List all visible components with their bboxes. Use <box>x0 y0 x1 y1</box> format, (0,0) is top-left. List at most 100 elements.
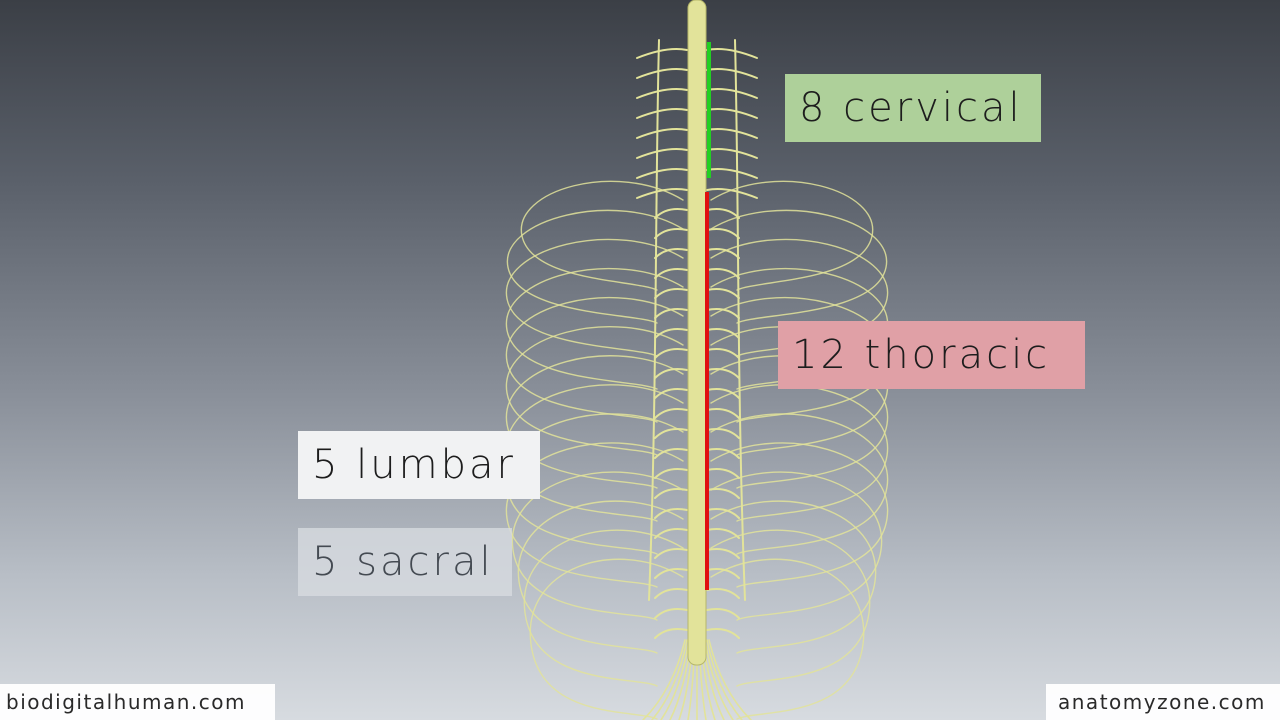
spinal-nerve-root <box>636 188 688 199</box>
spinal-nerve-root <box>706 548 740 559</box>
spinal-nerve-root <box>706 88 758 99</box>
spinal-nerve-root <box>654 508 688 519</box>
spinal-nerve-root <box>706 528 740 539</box>
spinal-nerve-root <box>636 68 688 79</box>
intercostal-nerve <box>529 558 684 720</box>
spinal-nerve-root <box>636 108 688 119</box>
intercostal-nerve <box>505 442 684 588</box>
intercostal-nerve <box>523 529 684 687</box>
intercostal-nerve <box>710 558 865 720</box>
spinal-nerve-root <box>706 208 740 219</box>
intercostal-nerve <box>710 471 883 621</box>
spinal-nerve-root <box>654 468 688 479</box>
spinal-nerve-root <box>654 628 688 639</box>
sacral-label-text: 5 sacral <box>312 539 494 585</box>
lumbar-label: 5 lumbar <box>298 431 540 499</box>
spinal-nerve-root <box>706 568 740 579</box>
spinal-nerve-root <box>706 248 740 259</box>
intercostal-nerve <box>506 209 684 324</box>
spinal-nerve-root <box>706 388 740 399</box>
cauda-equina-fiber <box>642 639 686 720</box>
cauda-equina-fiber <box>708 639 752 720</box>
spinal-nerve-root <box>654 488 688 499</box>
spinal-nerve-root <box>706 68 758 79</box>
intercostal-nerve <box>505 355 684 489</box>
cervical-label-text: 8 cervical <box>799 85 1023 131</box>
spinal-cord <box>687 0 707 666</box>
spinal-nerve-root <box>636 48 688 59</box>
spinal-nerve-root <box>706 348 740 359</box>
spinal-nerve-root <box>636 168 688 179</box>
intercostal-nerve <box>710 529 871 687</box>
spinal-nerve-root <box>706 48 758 59</box>
intercostal-nerve <box>517 500 684 654</box>
spinal-nerve-root <box>706 508 740 519</box>
spinal-nerve-root <box>706 328 740 339</box>
sacral-label: 5 sacral <box>298 528 512 596</box>
intercostal-nerve <box>710 209 888 324</box>
spinal-nerve-root <box>654 588 688 599</box>
spinal-nerve-root <box>654 348 688 359</box>
spinal-nerve-root <box>636 148 688 159</box>
spinal-nerve-root <box>706 588 740 599</box>
spinal-nerve-root <box>636 128 688 139</box>
intercostal-nerve <box>505 267 684 390</box>
intercostal-nerve <box>505 238 684 357</box>
spinal-nerve-root <box>706 468 740 479</box>
spinal-nerve-root <box>654 608 688 619</box>
spinal-nerve-root <box>654 568 688 579</box>
spinal-nerve-root <box>654 268 688 279</box>
intercostal-nerve <box>710 413 889 555</box>
spinal-nerve-root <box>654 288 688 299</box>
spinal-nerve-root <box>706 148 758 159</box>
intercostal-nerve <box>710 500 877 654</box>
spinal-nerve-root <box>654 428 688 439</box>
spinal-nerve-root <box>654 308 688 319</box>
cauda-equina-fiber <box>660 639 690 720</box>
spinal-nerve-root <box>706 308 740 319</box>
spinal-nerve-root <box>654 248 688 259</box>
cauda-equina-fiber <box>706 639 743 720</box>
spinal-nerve-root <box>654 208 688 219</box>
cauda-equina-fiber <box>704 639 734 720</box>
intercostal-nerve <box>710 442 889 588</box>
cauda-equina-fiber <box>651 639 688 720</box>
thoracic-label: 12 thoracic <box>778 321 1085 389</box>
right-sympathetic-trunk <box>734 39 746 601</box>
spinal-nerve-root <box>654 388 688 399</box>
spinal-nerve-root <box>706 188 758 199</box>
spinal-nerve-root <box>706 288 740 299</box>
spinal-nerve-root <box>654 228 688 239</box>
spinal-nerve-root <box>654 408 688 419</box>
spinal-nerve-root <box>706 368 740 379</box>
spinal-nerve-root <box>706 228 740 239</box>
spinal-nerve-root <box>654 368 688 379</box>
spinal-nerve-root <box>706 408 740 419</box>
spinal-nerve-root <box>636 88 688 99</box>
spinal-nerve-root <box>706 428 740 439</box>
cervical-label: 8 cervical <box>785 74 1041 142</box>
spinal-nerve-root <box>706 108 758 119</box>
anatomyzone-watermark: anatomyzone.com <box>1046 684 1280 720</box>
spinal-nerve-root <box>706 488 740 499</box>
spinal-nerve-root <box>654 548 688 559</box>
intercostal-nerve <box>505 326 684 456</box>
spinal-nerve-root <box>706 268 740 279</box>
spinal-nerve-root <box>706 168 758 179</box>
spinal-nerve-root <box>706 448 740 459</box>
spinal-nerve-root <box>654 328 688 339</box>
biodigitalhuman-watermark: biodigitalhuman.com <box>0 684 275 720</box>
left-sympathetic-trunk <box>648 39 660 601</box>
spinal-nerve-root <box>654 448 688 459</box>
intercostal-nerve <box>511 471 684 621</box>
intercostal-nerve <box>710 384 889 522</box>
thoracic-label-text: 12 thoracic <box>792 332 1051 378</box>
spinal-nerve-root <box>706 608 740 619</box>
anatomyzone-watermark-text: anatomyzone.com <box>1058 690 1266 714</box>
lumbar-label-text: 5 lumbar <box>312 442 516 488</box>
spinal-nerve-root <box>654 528 688 539</box>
spinal-nerve-root <box>706 128 758 139</box>
spinal-nerve-root <box>706 628 740 639</box>
biodigitalhuman-watermark-text: biodigitalhuman.com <box>6 690 246 714</box>
